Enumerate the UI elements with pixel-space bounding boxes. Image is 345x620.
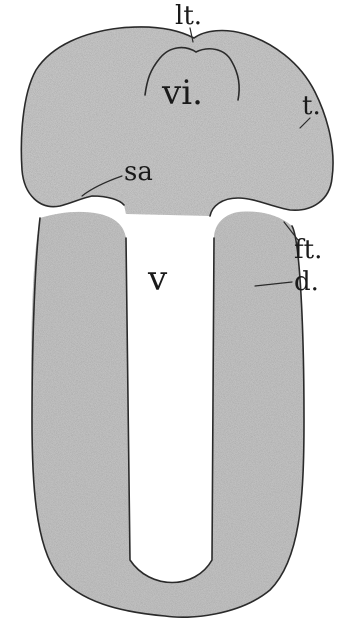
label-d: d. [294, 267, 319, 297]
label-ft: ft. [294, 235, 322, 265]
label-vi: vi. [161, 73, 203, 113]
label-v: v [147, 259, 168, 299]
label-sa: sa [124, 157, 153, 187]
lower-tissue-body [31, 212, 304, 618]
label-t: t. [302, 91, 321, 121]
upper-tissue-lobe [21, 27, 333, 216]
label-lt: lt. [175, 1, 202, 31]
